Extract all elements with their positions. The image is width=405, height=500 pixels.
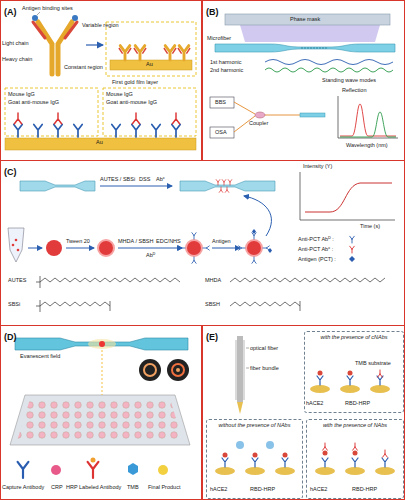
annotation-label: Time (s) xyxy=(360,223,380,230)
annotation-label: RBD-HRP xyxy=(352,486,377,493)
annotation-label: TMB substrate xyxy=(355,360,391,367)
assay-components xyxy=(18,458,168,479)
annotation-label: HRP Labeled Antibody xyxy=(66,484,121,491)
annotation-label: CRP xyxy=(51,484,63,491)
annotation-label: Light chain xyxy=(2,40,29,47)
annotation-label: Mouse IgG xyxy=(106,91,133,98)
annotation-label: Tween 20 xyxy=(66,238,90,245)
gold-film-assay xyxy=(5,88,196,150)
annotation-label: Heavy chain xyxy=(2,56,32,63)
annotation-label: SBSH xyxy=(205,301,220,308)
annotation-label: AUTES xyxy=(8,277,26,284)
annotation-label: Mouse IgG xyxy=(8,91,35,98)
condition-title: with the presence of cNAbs xyxy=(307,334,401,341)
signal-plot xyxy=(300,172,395,220)
fiber-probe xyxy=(236,336,249,414)
annotation-label: Goat anti-mouse IgG xyxy=(106,99,157,106)
annotation-label: RBD-HRP xyxy=(345,400,370,407)
annotation-label: Reflection xyxy=(342,87,366,94)
annotation-label: Anti-PCT Abᶜ : xyxy=(298,246,333,253)
annotation-label: First gold film layer xyxy=(112,79,158,86)
well-plate xyxy=(10,350,190,445)
annotation-label: Evanescent field xyxy=(20,353,60,360)
legend-icons xyxy=(349,236,355,262)
panel-label: (D) xyxy=(4,332,17,342)
annotation-label: Constant region xyxy=(64,64,103,71)
nanoparticle-steps xyxy=(8,196,272,263)
gold-film-sensor xyxy=(106,22,196,76)
chemical-structures xyxy=(36,276,385,312)
annotation-label: OSA xyxy=(215,129,227,136)
annotation-label: Antigen xyxy=(212,238,231,245)
annotation-label: Antigen (PCT) : xyxy=(298,256,336,263)
annotation-label: DSS xyxy=(139,176,150,183)
annotation-label: SBSi xyxy=(8,301,20,308)
annotation-label: Au xyxy=(146,61,153,68)
panel-label: (A) xyxy=(4,7,17,17)
annotation-label: Microfiber xyxy=(207,35,231,42)
annotation-label: hACE2 xyxy=(210,486,227,493)
annotation-label: Goat anti-mouse IgG xyxy=(8,99,59,106)
panel-label: (C) xyxy=(4,167,17,177)
annotation-label: hACE2 xyxy=(306,400,323,407)
figure-panel: (C) xyxy=(0,160,405,326)
annotation-label: Abᶜ xyxy=(156,176,165,183)
figure-panel: (D) xyxy=(0,325,202,500)
process-arrow xyxy=(86,44,103,45)
annotation-label: Antigen binding sites xyxy=(22,5,73,12)
annotation-label: AUTES / SBSi xyxy=(100,176,135,183)
annotation-label: BBS xyxy=(215,99,226,106)
grating-writing xyxy=(215,14,395,72)
annotation-label: Au xyxy=(96,139,103,146)
annotation-label: 1st harmonic xyxy=(210,59,242,66)
annotation-label: optical fiber xyxy=(250,345,278,352)
annotation-label: MHDA / SBSH xyxy=(118,238,153,245)
annotation-label: Capture Antibody xyxy=(2,484,44,491)
annotation-label: Final Product xyxy=(148,484,180,491)
annotation-label: Wavelength (nm) xyxy=(346,142,388,149)
annotation-label: Phase mask xyxy=(290,16,320,23)
annotation-label: hACE2 xyxy=(310,486,327,493)
annotation-label: fiber bundle xyxy=(250,365,279,372)
panel-label: (B) xyxy=(206,7,219,17)
annotation-label: 2nd harmonic xyxy=(210,67,243,74)
panel-label: (E) xyxy=(206,332,218,342)
measurement-setup xyxy=(210,96,398,138)
annotation-label: Variable region xyxy=(82,22,119,29)
annotation-label: Intensity (Y) xyxy=(303,163,332,170)
annotation-label: MHDA xyxy=(205,277,221,284)
annotation-label: Standing wave modes xyxy=(322,77,376,84)
annotation-label: Abᴰ xyxy=(146,252,155,259)
condition-title: without the presence of NAbs xyxy=(209,422,300,429)
annotation-label: RBD-HRP xyxy=(250,486,275,493)
figure-panel: (E) with the presence of cNAbs without the… xyxy=(202,325,405,500)
annotation-label: Coupler xyxy=(249,120,268,127)
annotation-label: EDC/NHS xyxy=(156,238,181,245)
annotation-label: TMB xyxy=(127,484,139,491)
condition-title: with the presence of NAbs xyxy=(309,422,401,429)
annotation-label: Anti-PCT Abᴰ : xyxy=(298,236,334,243)
